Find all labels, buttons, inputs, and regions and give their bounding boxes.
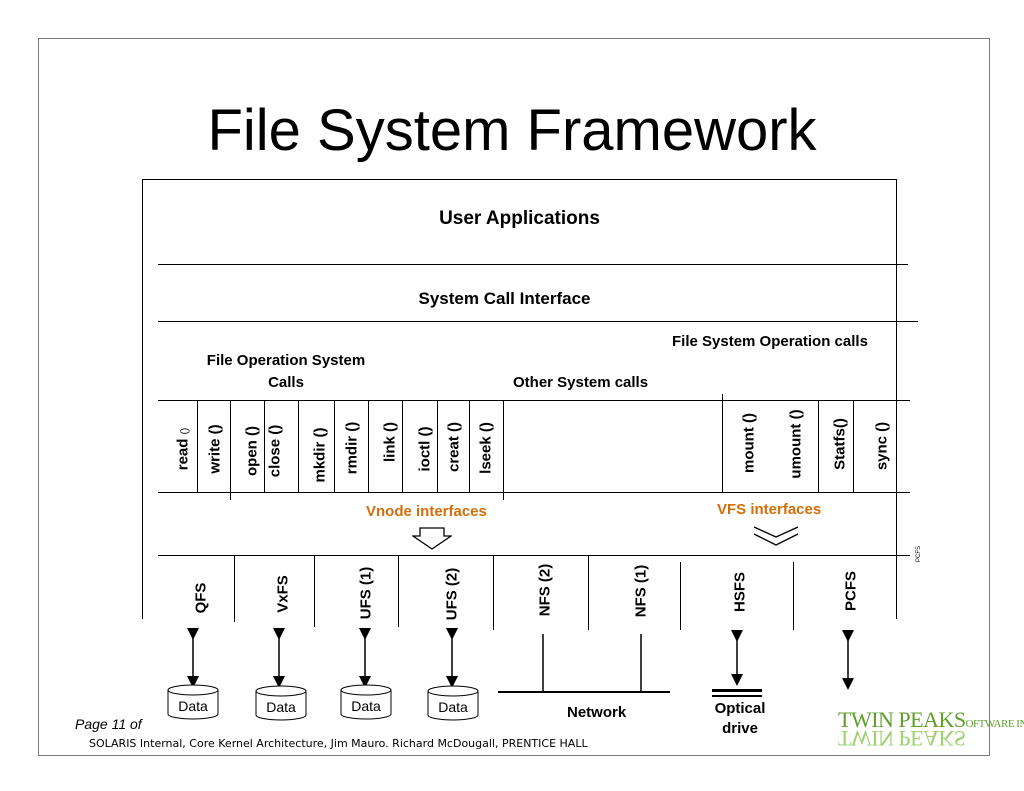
twin-peaks-logo-reflection: TWIN PEAKS [838, 726, 966, 751]
optical-drive-icon [712, 689, 762, 692]
syscall-sep [197, 400, 198, 492]
fs-sep [793, 562, 794, 630]
syscall-sep [437, 400, 438, 492]
slide-frame [38, 38, 990, 756]
system-call-interface-label: System Call Interface [418, 289, 591, 308]
slide-title: File System Framework [207, 98, 817, 163]
database-icon [167, 684, 219, 720]
fs-row-top [158, 555, 910, 556]
data-label: Data [438, 699, 468, 715]
vnode-interfaces-label: Vnode interfaces [366, 503, 487, 520]
chevron-down-icon [753, 526, 799, 546]
syscall-sep [853, 400, 854, 492]
database-icon [427, 685, 479, 721]
data-label: Data [351, 698, 381, 714]
diagram-box [142, 179, 897, 619]
syscall-sep [230, 400, 231, 500]
fs-operation-calls-label: File System Operation calls [672, 333, 868, 350]
database-icon [255, 685, 307, 721]
fs-sep [493, 555, 494, 630]
fs-sep [588, 555, 589, 630]
syscall-sep [368, 400, 369, 492]
file-operation-calls-label-line1: File Operation System [206, 352, 366, 369]
twin-peaks-logo: TWIN PEAKSOFTWARE INC. [838, 707, 1024, 732]
network-label: Network [567, 704, 627, 721]
syscall-row-top [158, 400, 910, 401]
syscall-sep [503, 400, 504, 500]
syscall-sep [469, 400, 470, 492]
user-applications-label: User Applications [439, 208, 600, 229]
user-app-divider [158, 264, 908, 265]
optical-drive-label-line1: Optical [714, 700, 766, 717]
syscall-divider [158, 321, 918, 322]
vfs-interfaces-label: VFS interfaces [717, 501, 822, 518]
syscall-sep [264, 400, 265, 492]
data-label: Data [178, 698, 208, 714]
fs-sep [234, 555, 235, 622]
syscall-sep [334, 400, 335, 492]
syscall-sep [402, 400, 403, 492]
file-operation-calls-label-line2: Calls [268, 374, 304, 391]
down-arrow-icon [412, 527, 452, 550]
other-system-calls-label: Other System calls [513, 374, 649, 391]
fs-sep [314, 555, 315, 627]
syscall-row-bottom [158, 492, 910, 493]
optical-drive-label-line2: drive [722, 720, 758, 737]
syscall-sep [298, 400, 299, 492]
syscall-sep [818, 400, 819, 492]
data-label: Data [266, 699, 296, 715]
reference-citation: SOLARIS Internal, Core Kernel Architectu… [89, 737, 588, 750]
optical-drive-icon [712, 695, 762, 697]
page-number: Page 11 of [75, 716, 142, 732]
fs-sep [398, 555, 399, 627]
fs-sep [680, 562, 681, 630]
database-icon [340, 684, 392, 720]
syscall-sep [722, 394, 723, 492]
